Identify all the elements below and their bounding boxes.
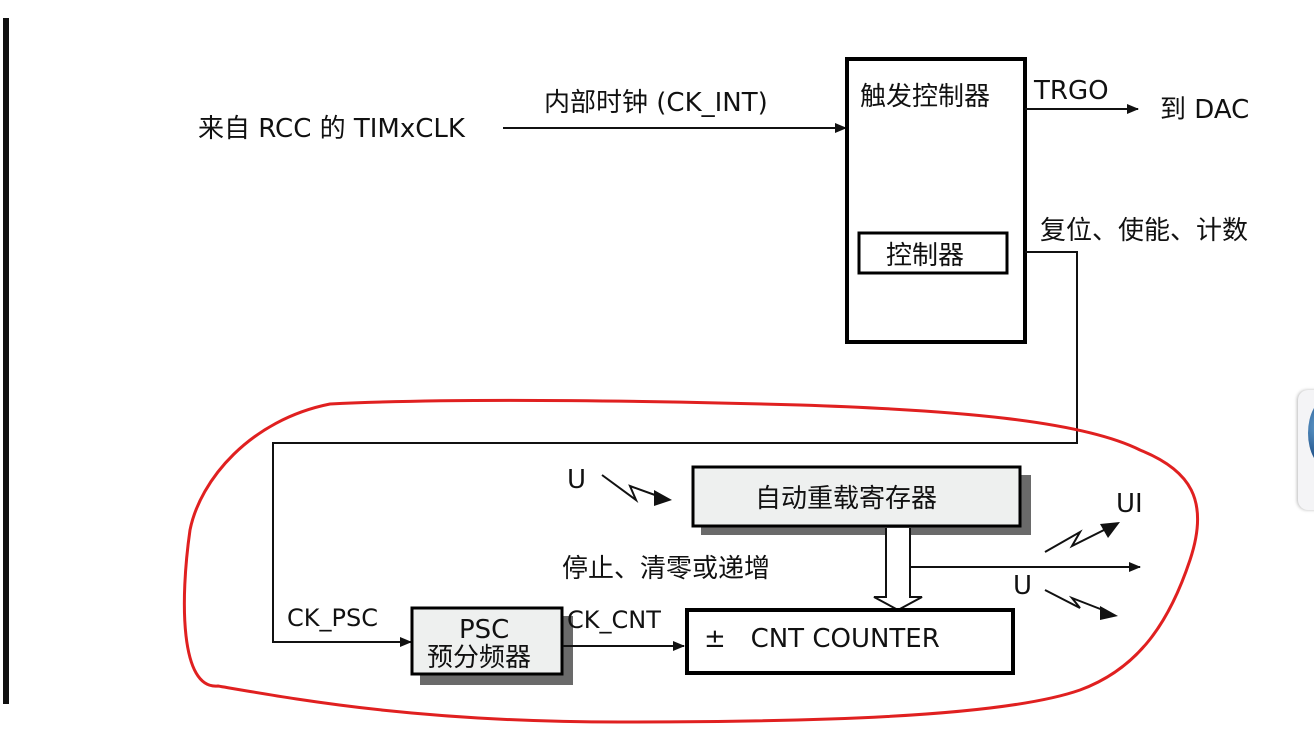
stop-clear-label: 停止、清零或递增 <box>562 554 770 584</box>
avatar[interactable] <box>1298 390 1314 510</box>
avatar-icon <box>1308 398 1314 468</box>
reset-enable-count-label: 复位、使能、计数 <box>1040 216 1248 246</box>
u-label-right: U <box>1013 571 1032 601</box>
internal-clock-label: 内部时钟 (CK_INT) <box>544 88 768 118</box>
trigger-controller-title: 触发控制器 <box>860 82 990 112</box>
u-lightning-left <box>601 474 667 503</box>
psc-box <box>410 606 564 676</box>
ui-lightning-head <box>1100 522 1120 538</box>
ui-label: UI <box>1116 489 1143 519</box>
psc-subtitle: 预分频器 <box>427 643 531 673</box>
reload-transfer-arrow <box>873 528 923 612</box>
auto-reload-label: 自动重载寄存器 <box>755 484 937 514</box>
cnt-counter-box <box>685 608 1015 675</box>
controller-label: 控制器 <box>886 241 964 271</box>
trgo-label: TRGO <box>1033 76 1109 106</box>
control-path <box>272 251 1078 643</box>
psc-title: PSC <box>459 615 509 645</box>
u-lightning-right <box>1044 589 1109 613</box>
u-lightning-right-head <box>1100 606 1118 620</box>
ck-cnt-label: CK_CNT <box>567 606 661 634</box>
cnt-counter-label: ± CNT COUNTER <box>704 624 940 654</box>
trigger-controller-box <box>845 57 1027 344</box>
u-lightning-left-head <box>654 490 672 506</box>
red-annotation-outline <box>182 398 1200 724</box>
ui-lightning <box>1044 527 1109 553</box>
ck-psc-label: CK_PSC <box>287 604 378 632</box>
controller-box <box>857 231 1009 275</box>
auto-reload-box <box>691 465 1022 528</box>
to-dac-label: 到 DAC <box>1160 95 1249 125</box>
source-label: 来自 RCC 的 TIMxCLK <box>198 114 466 144</box>
u-label-left: U <box>567 465 586 495</box>
